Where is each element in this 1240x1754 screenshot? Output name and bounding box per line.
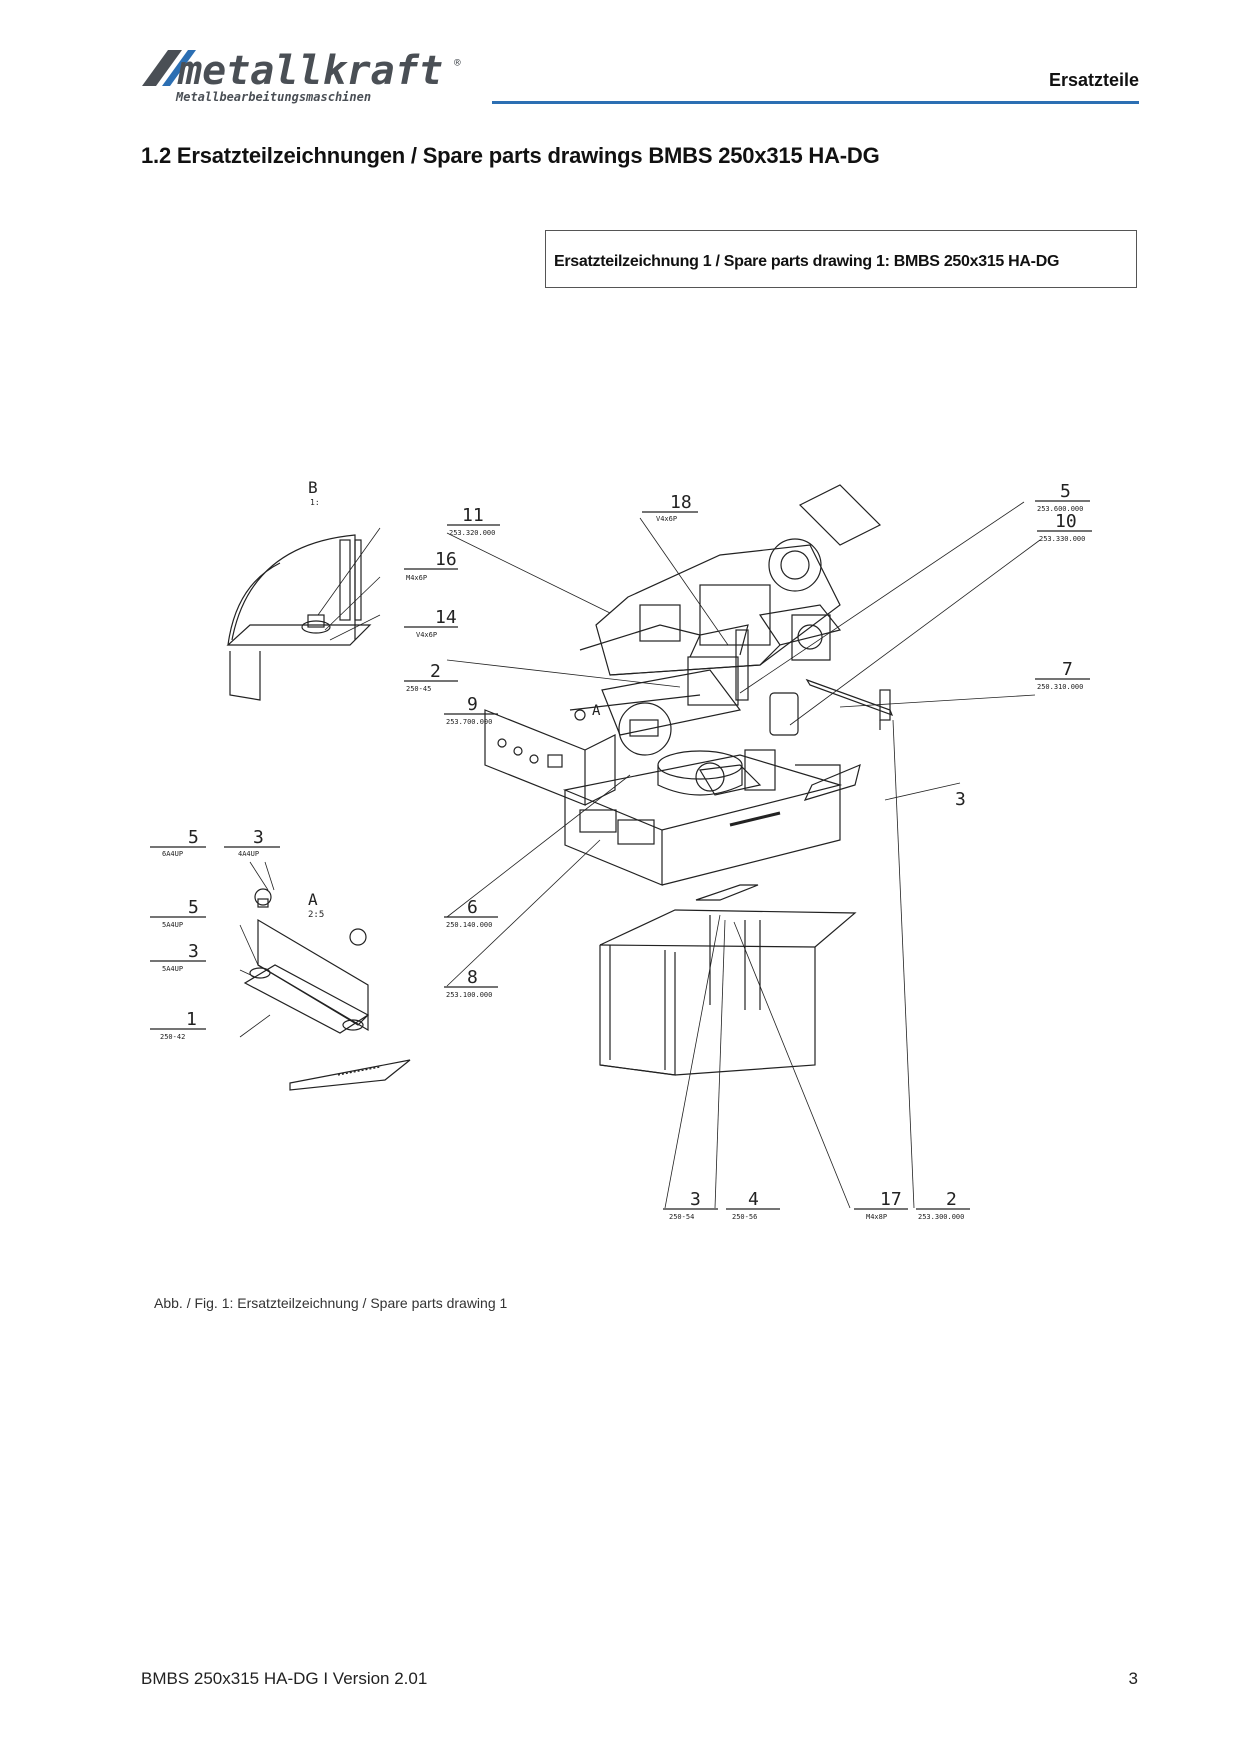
- main-detail-a-letter: A: [592, 703, 601, 719]
- callout-3-bottom: 3 250-54: [663, 1189, 718, 1221]
- svg-text:2: 2: [430, 661, 441, 682]
- svg-text:V4x6P: V4x6P: [656, 515, 677, 523]
- detail-a-view: A 2:5: [243, 888, 411, 1091]
- svg-text:2: 2: [946, 1189, 957, 1210]
- drawing-title-box: Ersatzteilzeichnung 1 / Spare parts draw…: [545, 230, 1137, 288]
- svg-text:253.100.000: 253.100.000: [446, 991, 492, 999]
- svg-text:5A4UP: 5A4UP: [162, 921, 183, 929]
- svg-text:5: 5: [1060, 481, 1071, 502]
- svg-text:3: 3: [253, 827, 264, 848]
- logo-brand-name: metallkraft: [177, 48, 443, 94]
- callout-11: 11 253.320.000: [447, 505, 500, 537]
- svg-text:3: 3: [188, 941, 199, 962]
- svg-text:250-45: 250-45: [406, 685, 431, 693]
- callout-10: 10 253.330.000: [1037, 511, 1092, 543]
- page-number: 3: [1128, 1669, 1138, 1688]
- svg-text:9: 9: [467, 694, 478, 715]
- svg-text:M4x8P: M4x8P: [866, 1213, 887, 1221]
- detail-b-view: B 1:: [226, 478, 372, 701]
- svg-text:4: 4: [748, 1189, 759, 1210]
- detail-a-marker: A: [592, 702, 672, 756]
- svg-text:253.330.000: 253.330.000: [1039, 535, 1085, 543]
- svg-text:1: 1: [186, 1009, 197, 1030]
- callout-1: 1 250-42: [150, 1009, 206, 1041]
- callout-2-bottom: 2 253.300.000: [916, 1189, 970, 1221]
- spare-parts-drawing: B 1: A 2:5: [140, 465, 1120, 1255]
- header-rule: [492, 101, 1139, 104]
- callout-labels: 16 M4x6P 14 V4x6P 2 250-45 11 253.320.00…: [150, 481, 1092, 1221]
- svg-text:M4x6P: M4x6P: [406, 574, 427, 582]
- detail-b-letter: B: [308, 478, 318, 497]
- callout-5-detail-a: 5 6A4UP: [150, 827, 206, 858]
- callout-16: 16 M4x6P: [404, 549, 458, 582]
- callout-4: 4 250-56: [726, 1189, 780, 1221]
- svg-text:250-42: 250-42: [160, 1033, 185, 1041]
- control-panel: [484, 709, 616, 806]
- callout-14: 14 V4x6P: [404, 607, 458, 639]
- callout-5-top: 5 253.600.000: [1035, 481, 1090, 513]
- metallkraft-logo: metallkraft ® Metallbearbeitungsmaschine…: [140, 46, 470, 104]
- footer-document-info: BMBS 250x315 HA-DG I Version 2.01: [141, 1669, 428, 1688]
- callout-3-main: 3: [955, 789, 966, 810]
- length-stop: [805, 678, 894, 730]
- svg-text:V4x6P: V4x6P: [416, 631, 437, 639]
- svg-text:253.320.000: 253.320.000: [449, 529, 495, 537]
- svg-text:250-54: 250-54: [669, 1213, 694, 1221]
- svg-text:4A4UP: 4A4UP: [238, 850, 259, 858]
- svg-text:16: 16: [435, 549, 457, 570]
- vice-assembly: [569, 624, 749, 736]
- callout-9: 9 253.700.000: [444, 694, 498, 726]
- svg-text:11: 11: [462, 505, 484, 526]
- svg-text:18: 18: [670, 492, 692, 513]
- svg-text:5A4UP: 5A4UP: [162, 965, 183, 973]
- logo-tagline: Metallbearbeitungsmaschinen: [175, 90, 371, 104]
- page-title: 1.2 Ersatzteilzeichnungen / Spare parts …: [141, 143, 880, 168]
- callout-7: 7 250.310.000: [1035, 659, 1090, 691]
- leader-lines: [239, 501, 1041, 1209]
- svg-text:253.700.000: 253.700.000: [446, 718, 492, 726]
- svg-text:8: 8: [467, 967, 478, 988]
- svg-text:7: 7: [1062, 659, 1073, 680]
- callout-3-detail-a-mid: 3 5A4UP: [150, 941, 206, 973]
- detail-a-scale: 2:5: [308, 910, 324, 920]
- callout-3-detail-a-top: 3 4A4UP: [224, 827, 280, 858]
- svg-text:3: 3: [955, 789, 966, 810]
- detail-b-scale: 1:: [310, 498, 320, 507]
- logo-mark: metallkraft ® Metallbearbeitungsmaschine…: [142, 48, 461, 104]
- figure-caption: Abb. / Fig. 1: Ersatzteilzeichnung / Spa…: [154, 1295, 508, 1311]
- machine-table: [562, 754, 861, 886]
- callout-6: 6 250.140.000: [444, 897, 498, 929]
- svg-text:14: 14: [435, 607, 457, 628]
- svg-text:6A4UP: 6A4UP: [162, 850, 183, 858]
- detail-a-letter: A: [308, 890, 318, 909]
- svg-text:250-56: 250-56: [732, 1213, 757, 1221]
- callout-5-detail-a-mid: 5 5A4UP: [150, 897, 206, 929]
- svg-text:10: 10: [1055, 511, 1077, 532]
- svg-text:6: 6: [467, 897, 478, 918]
- callout-8: 8 253.100.000: [444, 967, 498, 999]
- svg-text:250.310.000: 250.310.000: [1037, 683, 1083, 691]
- svg-text:17: 17: [880, 1189, 902, 1210]
- exploded-view-drawing: B 1: A 2:5: [150, 478, 1092, 1221]
- drawing-title-label: Ersatzteilzeichnung 1 / Spare parts draw…: [554, 253, 1060, 270]
- svg-text:253.300.000: 253.300.000: [918, 1213, 964, 1221]
- machine-stand: [599, 884, 857, 1076]
- section-label: Ersatzteile: [1048, 70, 1139, 90]
- saw-arm-assembly: [579, 484, 882, 676]
- svg-text:5: 5: [188, 827, 199, 848]
- callout-17: 17 M4x8P: [854, 1189, 908, 1221]
- callout-18: 18 V4x6P: [642, 492, 698, 523]
- svg-text:253.600.000: 253.600.000: [1037, 505, 1083, 513]
- svg-text:3: 3: [690, 1189, 701, 1210]
- svg-text:250.140.000: 250.140.000: [446, 921, 492, 929]
- logo-registered-mark: ®: [454, 56, 461, 69]
- svg-text:5: 5: [188, 897, 199, 918]
- turntable-assembly: [657, 614, 831, 796]
- callout-2-detail: 2 250-45: [404, 661, 458, 693]
